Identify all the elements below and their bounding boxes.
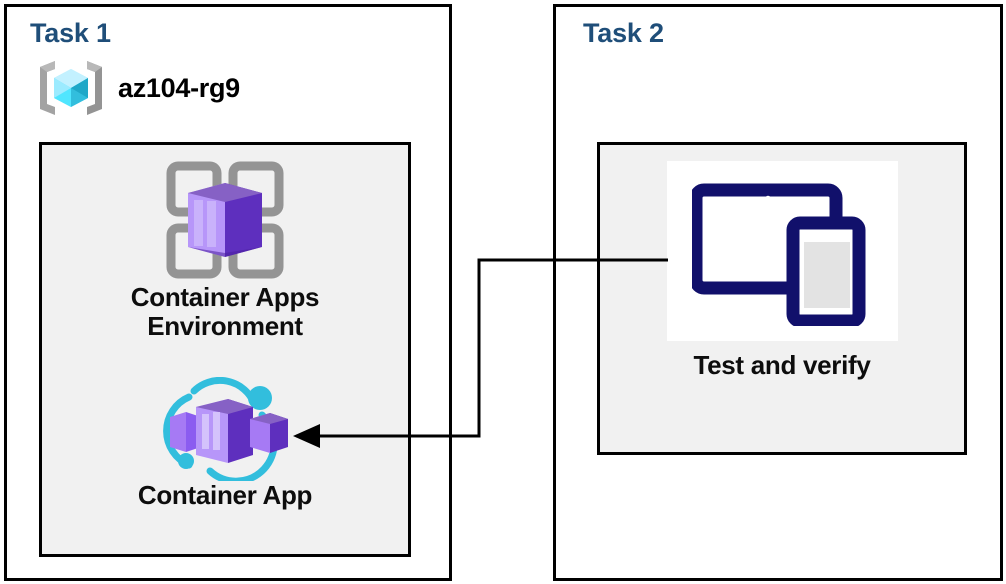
task-2-title: Task 2 <box>583 18 664 48</box>
node-caption-container-app: Container App <box>42 480 408 510</box>
container-app-icon <box>42 377 408 481</box>
test-and-verify-devices-icon <box>692 176 872 326</box>
node-container-app: Container App <box>42 377 408 510</box>
container-apps-environment-icon <box>42 157 408 283</box>
resource-group-row: az104-rg9 <box>34 57 240 119</box>
azure-resource-group-icon <box>34 57 108 119</box>
caption-line-1: Container App <box>137 480 313 510</box>
node-caption-test-and-verify: Test and verify <box>600 350 964 380</box>
task-2-inner-box: Test and verify <box>597 142 967 455</box>
caption-line-1: Container Apps <box>130 282 320 312</box>
resource-group-name: az104-rg9 <box>118 72 240 103</box>
caption-line-2: Environment <box>147 311 303 342</box>
node-container-apps-environment: Container Apps Environment <box>42 157 408 341</box>
test-and-verify-icon-plate <box>666 161 898 341</box>
caption-line-1: Test and verify <box>693 350 871 380</box>
node-caption-container-apps-environment: Container Apps Environment <box>42 282 408 342</box>
task-1-title: Task 1 <box>30 18 111 48</box>
node-test-and-verify: Test and verify <box>600 161 964 380</box>
task-1-inner-box: Container Apps Environment <box>39 142 411 557</box>
